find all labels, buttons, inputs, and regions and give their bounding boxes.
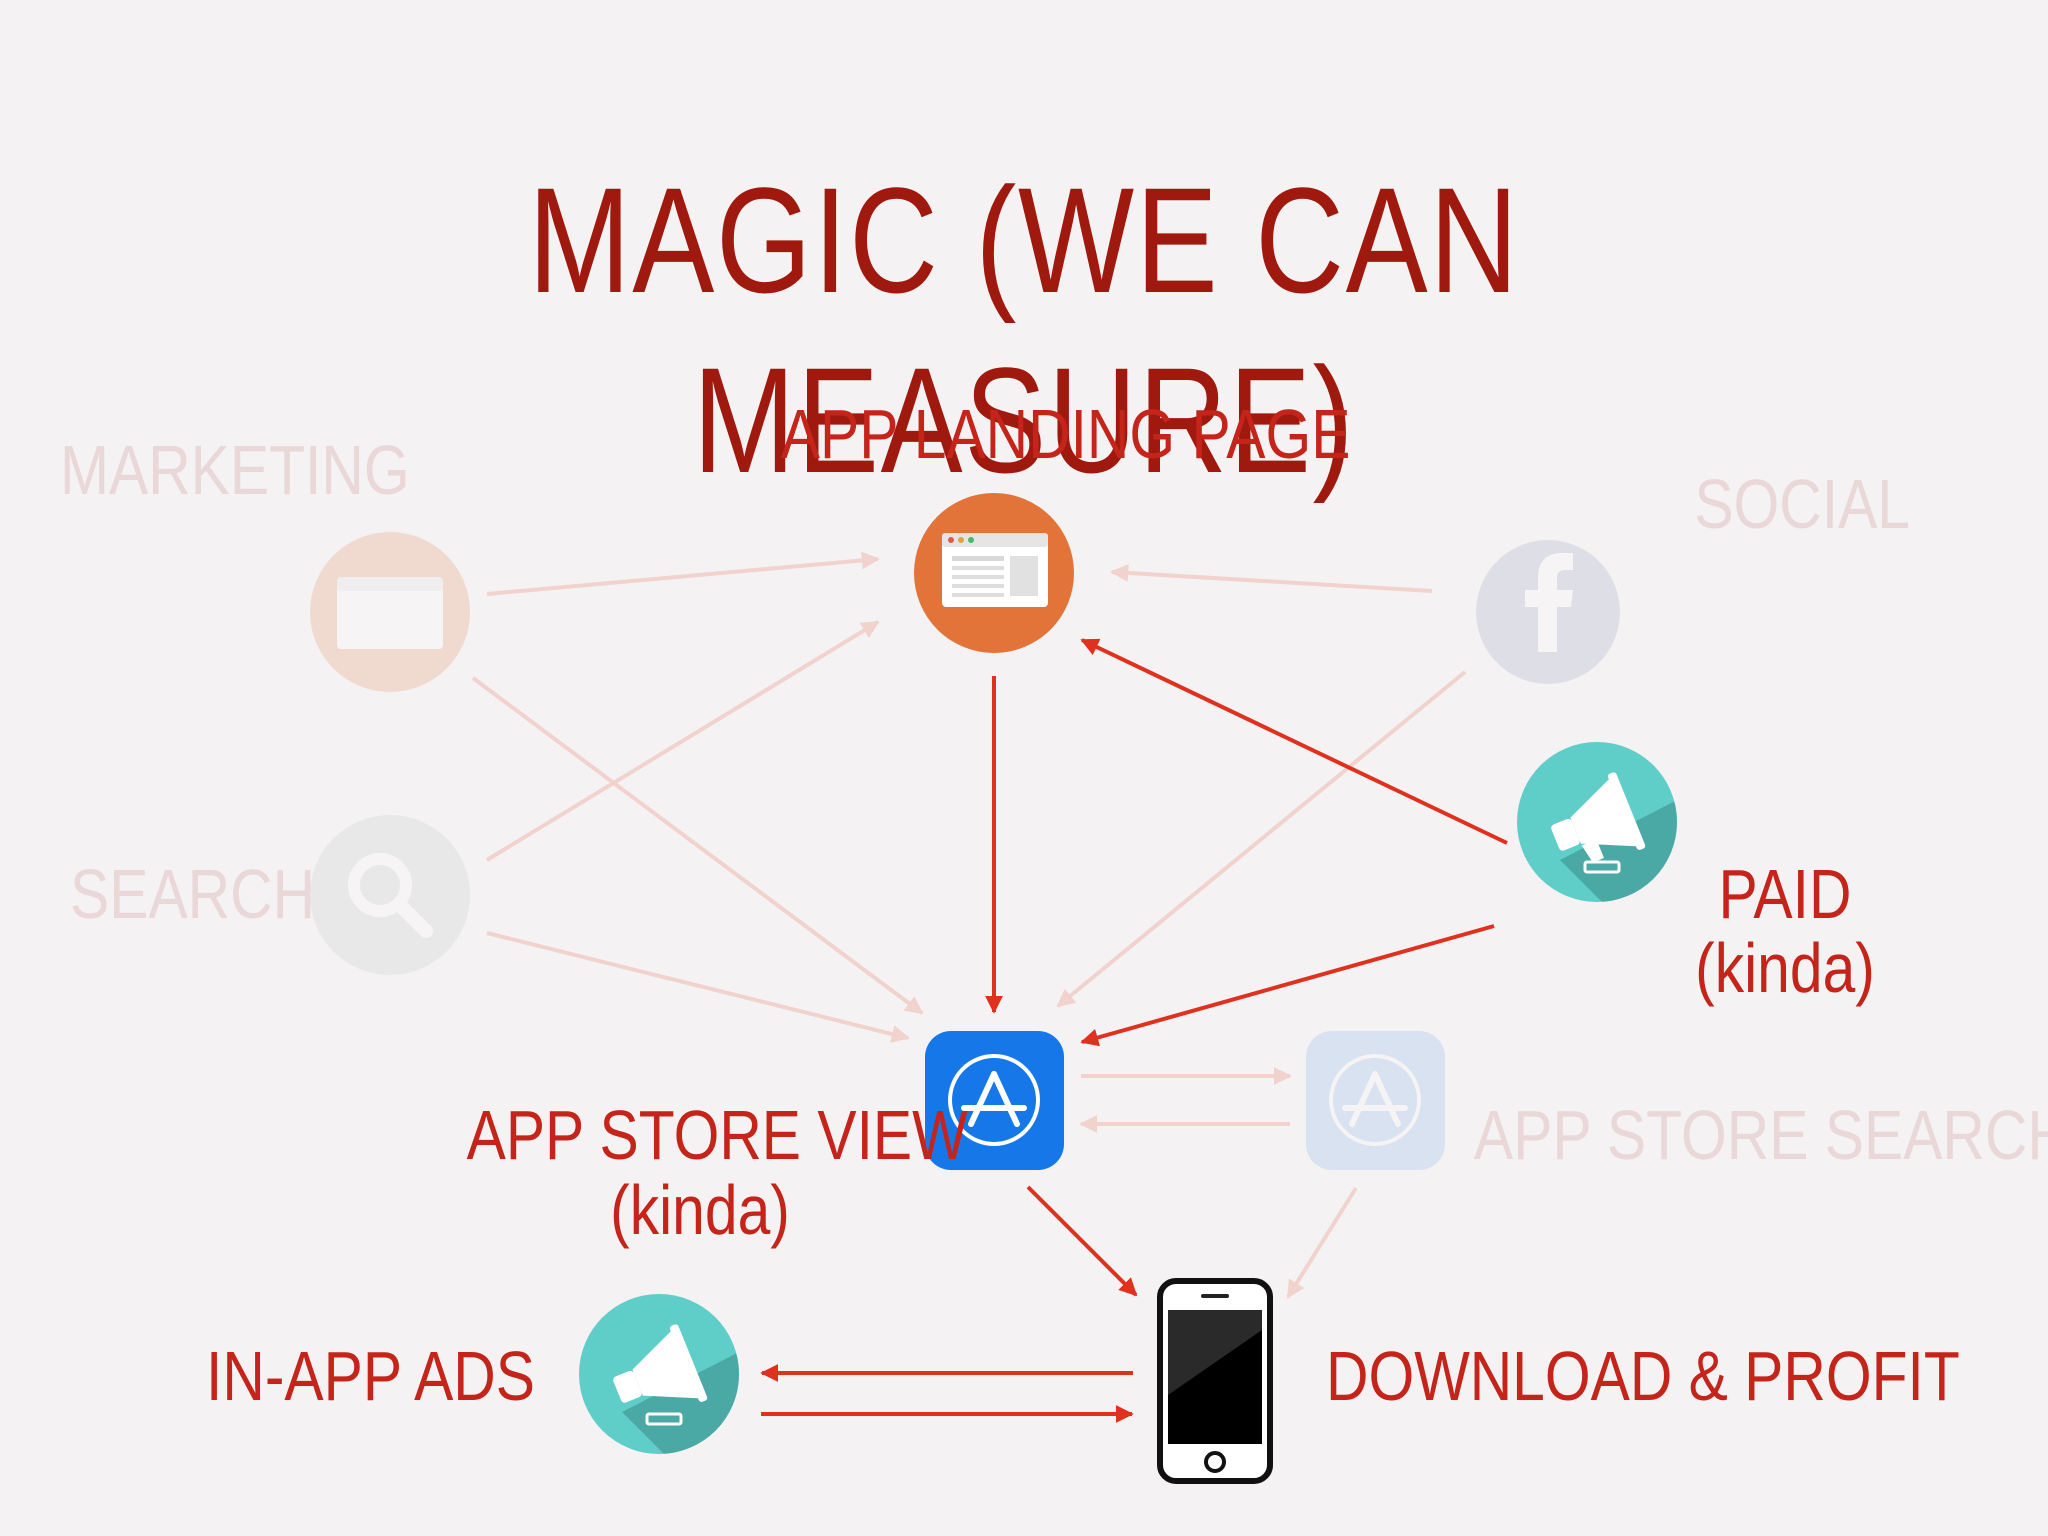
- app-store-view-icon: [925, 1031, 1064, 1170]
- label-social: SOCIAL: [1694, 465, 1910, 543]
- label-download-profit: DOWNLOAD & PROFIT: [1326, 1337, 1960, 1415]
- label-search: SEARCH: [70, 855, 316, 933]
- search-magnifier-icon: [310, 815, 470, 975]
- label-app-store-view-kinda: (kinda): [610, 1171, 790, 1249]
- label-app-store-view: APP STORE VIEW: [466, 1096, 968, 1174]
- slide-title: MAGIC (WE CAN MEASURE): [528, 156, 1520, 504]
- label-in-app-ads: IN-APP ADS: [206, 1337, 535, 1415]
- arrow-marketing-to-store: [471, 676, 924, 1015]
- arrow-search-to-store: [486, 931, 910, 1043]
- arrow-social-to-store: [1056, 670, 1467, 1008]
- in-app-ads-megaphone-icon: [579, 1294, 739, 1454]
- app-store-search-icon: [1306, 1031, 1445, 1170]
- label-app-store-search: APP STORE SEARCH: [1474, 1096, 2048, 1174]
- label-paid-kinda: (kinda): [1695, 929, 1875, 1007]
- arrow-paid-to-landing: [1080, 638, 1508, 845]
- landing-page-browser-icon: [914, 493, 1074, 653]
- social-facebook-icon: [1476, 540, 1620, 684]
- arrow-paid-to-store: [1080, 924, 1495, 1047]
- smartphone-icon: [1157, 1278, 1273, 1484]
- label-app-landing-page: APP LANDING PAGE: [780, 395, 1351, 473]
- arrow-marketing-to-landing: [486, 551, 880, 596]
- faded-arrows: [471, 551, 1467, 1299]
- paid-megaphone-icon: [1517, 742, 1677, 902]
- marketing-browser-icon: [310, 532, 470, 692]
- arrow-search-to-landing: [485, 620, 880, 862]
- arrow-social-to-landing: [1110, 563, 1433, 593]
- label-paid: PAID: [1718, 855, 1852, 933]
- arrow-store-search-to-phone: [1286, 1186, 1358, 1299]
- active-arrows: [760, 638, 1508, 1423]
- label-marketing: MARKETING: [60, 431, 410, 509]
- arrow-store-to-phone: [1026, 1185, 1138, 1297]
